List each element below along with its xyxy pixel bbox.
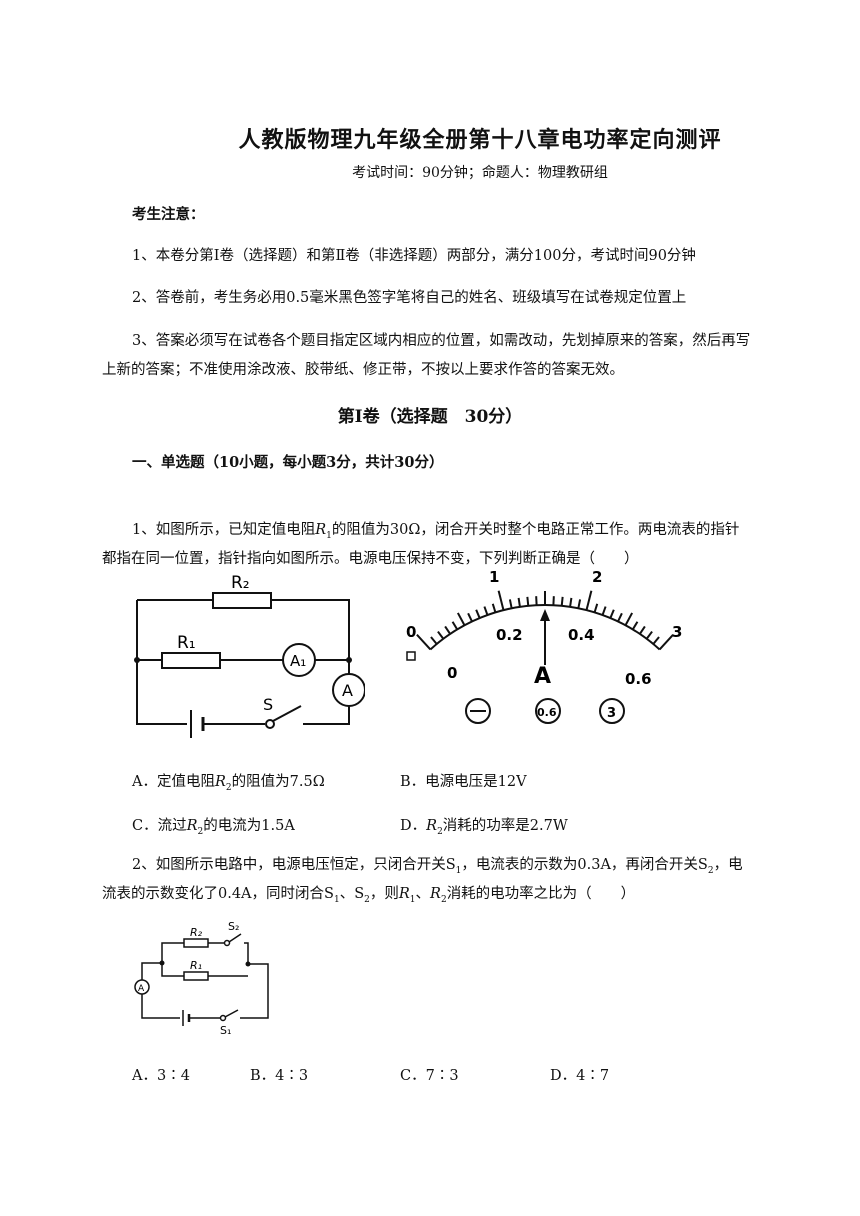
q2-circuit-diagram: R₂ S₂ R₁ A S₁	[134, 920, 269, 1036]
notice-heading: 考生注意：	[132, 206, 205, 223]
dial-tick	[416, 634, 432, 651]
dial-tick	[517, 597, 521, 608]
q1-option-b[interactable]: B．电源电压是12V	[400, 774, 527, 790]
dial-tick	[585, 590, 593, 611]
dial-tick	[430, 636, 438, 645]
dial-tick	[577, 599, 582, 609]
q2-label-s1: S₁	[220, 1024, 231, 1036]
dial-tick	[497, 590, 505, 611]
dial-bottom-label-0: 0	[447, 664, 457, 682]
q1-line2: 都指在同一位置，指针指向如图所示。电源电压保持不变，下列判断正确是（ ）	[102, 551, 639, 567]
dial-top-label-0: 0	[406, 623, 416, 641]
dial-tick	[560, 596, 564, 606]
dial-tick	[658, 634, 674, 651]
dial-tick	[483, 606, 489, 616]
section-title: 第Ⅰ卷（选择题 30分）	[337, 407, 523, 427]
q2-line1: 2、如图所示电路中，电源电压恒定，只闭合开关S1，电流表的示数为0.3A，再闭合…	[132, 857, 743, 876]
q1-label-a: A	[342, 681, 353, 700]
dial-tick	[593, 603, 599, 613]
dial-unit-label: A	[534, 664, 551, 689]
dial-tick	[526, 596, 530, 606]
q1-option-d[interactable]: D．R2消耗的功率是2.7W	[400, 818, 568, 837]
dial-top-label-3: 3	[672, 623, 682, 641]
q1-label-s: S	[263, 695, 273, 714]
q1-option-a[interactable]: A．定值电阻R2的阻值为7.5Ω	[132, 774, 325, 793]
q1-label-r2: R₂	[231, 573, 250, 593]
q2-line2: 流表的示数变化了0.4A，同时闭合S1、S2，则R1、R2消耗的电功率之比为（ …	[102, 886, 636, 905]
q2-label-r2: R₂	[190, 926, 203, 939]
notice-item-3-cont: 上新的答案；不准使用涂改液、胶带纸、修正带，不按以上要求作答的答案无效。	[102, 362, 624, 378]
terminal-3	[599, 698, 625, 724]
q1-option-c[interactable]: C．流过R2的电流为1.5A	[132, 818, 295, 837]
page-subtitle: 考试时间：90分钟；命题人：物理教研组	[352, 165, 608, 181]
dial-tick	[645, 630, 653, 640]
dial-tick	[601, 606, 607, 616]
dial-tick	[444, 625, 451, 635]
part-heading: 一、单选题（10小题，每小题3分，共计30分）	[132, 454, 444, 471]
dial-top-label-2: 2	[592, 568, 602, 586]
dial-tick	[475, 609, 481, 619]
q2-option-b[interactable]: B．4∶3	[250, 1068, 309, 1084]
terminal-0.6	[535, 698, 561, 724]
q1-label-a1: A₁	[290, 652, 306, 670]
svg-text:3: 3	[607, 706, 616, 721]
q1-circuit-diagram: R₂ R₁ A₁ A S	[134, 573, 365, 738]
q1-line1: 1、如图所示，已知定值电阻R1的阻值为30Ω，闭合开关时整个电路正常工作。两电流…	[132, 522, 740, 541]
dial-bottom-label-0.2: 0.2	[496, 626, 523, 644]
svg-text:0.6: 0.6	[537, 706, 557, 719]
dial-tick	[617, 612, 623, 622]
notice-item-2: 2、答卷前，考生务必用0.5毫米黑色签字笔将自己的姓名、班级填写在试卷规定位置上	[132, 290, 687, 306]
notice-item-3: 3、答案必须写在试卷各个题目指定区域内相应的位置，如需改动，先划掉原来的答案，然…	[132, 333, 751, 349]
dial-tick	[639, 625, 646, 635]
q1-ammeter-dial: 0 1 2 3 0 0.2 0.4 0.6 A 0.6 3	[406, 568, 682, 724]
dial-tick	[652, 636, 660, 645]
notice-item-1: 1、本卷分第Ⅰ卷（选择题）和第Ⅱ卷（非选择题）两部分，满分100分，考试时间90…	[132, 248, 696, 264]
q2-label-s2: S₂	[228, 920, 239, 933]
dial-tick	[491, 603, 497, 613]
dial-tick	[437, 630, 445, 640]
dial-tick	[467, 612, 473, 622]
dial-zero-adjust	[406, 651, 416, 661]
q2-label-a: A	[138, 984, 145, 994]
q1-label-r1: R₁	[177, 633, 196, 653]
dial-bottom-label-0.6: 0.6	[625, 670, 652, 688]
dial-bottom-label-0.4: 0.4	[568, 626, 595, 644]
dial-tick	[451, 621, 459, 630]
dial-tick	[456, 612, 466, 626]
dial-tick	[508, 599, 513, 609]
q2-option-c[interactable]: C．7∶3	[400, 1068, 459, 1084]
dial-tick	[624, 612, 634, 626]
dial-tick	[631, 621, 639, 630]
q2-option-a[interactable]: A．3∶4	[132, 1068, 190, 1084]
dial-tick	[569, 597, 573, 608]
dial-tick	[609, 609, 615, 619]
terminal-negative	[465, 698, 491, 724]
page-title: 人教版物理九年级全册第十八章电功率定向测评	[238, 127, 722, 153]
q2-option-d[interactable]: D．4∶7	[550, 1068, 610, 1084]
dial-top-label-1: 1	[489, 568, 499, 586]
q2-label-r1: R₁	[190, 959, 202, 972]
